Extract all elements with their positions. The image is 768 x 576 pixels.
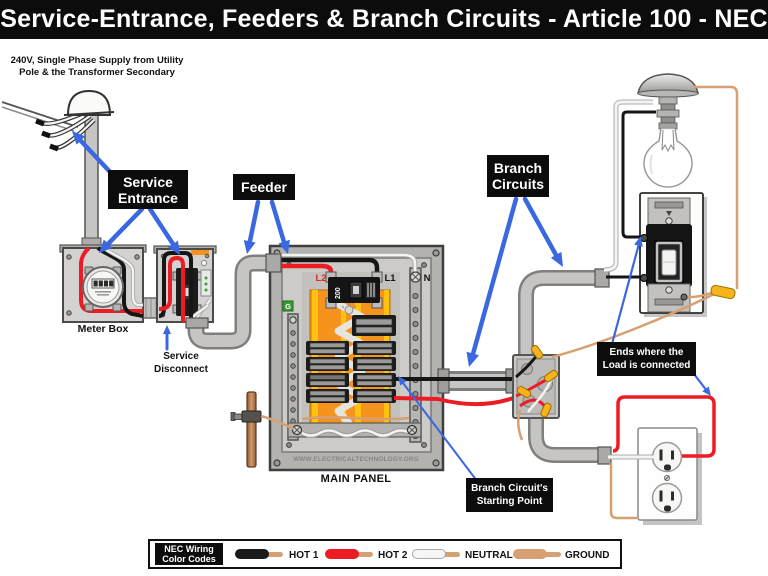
l2-label: L2 [315,273,326,284]
neutral-bar [409,267,422,443]
service-disconnect-box [153,245,217,329]
wire-nut-icon [530,344,544,360]
legend-title: NEC Wiring Color Codes [155,543,223,565]
branch-hot2-wire [393,395,517,407]
utility-mast [1,89,115,247]
electric-meter-icon [82,266,124,312]
junction-box [512,344,560,441]
switch-ground-screw [680,293,688,301]
callout-service-entrance: Service Entrance [108,170,188,209]
ground-wire-canopy [694,85,739,289]
main-panel-label: MAIN PANEL [320,473,392,485]
ceiling-light-fixture [637,73,699,188]
wire-nut-icon [516,386,532,398]
neutral-label: N [424,273,431,284]
grounding-electrode-conductor [260,414,295,431]
main-breaker-rating: 200 [335,287,342,299]
ground-bar [287,313,299,441]
main-panel: 200 L2 L1 N G WWW.ELECTRICALTECHNOLOGY.O… [268,244,445,472]
hot1-wire-icon [235,549,285,559]
ground-wire-icon [513,549,563,559]
title-bar: Service-Entrance, Feeders & Branch Circu… [0,0,768,39]
callout-branch-circuits: Branch Circuits [487,155,549,197]
callout-feeder: Feeder [233,174,295,200]
branch-wiring [551,85,739,520]
callout-branch-start: Branch Circuit's Starting Point [466,478,553,512]
wire-nut-icon [540,402,552,418]
legend-neutral-label: NEUTRAL [465,550,513,561]
ground-wire-to-outlet [609,463,637,520]
switched-hot-wire [621,110,656,239]
disconnect-breaker-icon [172,268,202,316]
l1-label: L1 [384,273,396,284]
duplex-outlet [637,427,702,525]
toggle-switch [639,192,707,317]
legend-hot1-label: HOT 1 [289,550,319,561]
legend-hot2-label: HOT 2 [378,550,408,561]
meter-box [59,244,147,323]
hot2-wire-icon [325,549,375,559]
supply-note: 240V, Single Phase Supply from Utility P… [2,55,192,78]
feeder-conduit [187,254,272,350]
website-text: WWW.ELECTRICALTECHNOLOGY.ORG [293,456,419,463]
callout-arrows [72,131,711,482]
wire-nut-icon [543,369,559,383]
supply-note-line1: 240V, Single Phase Supply from Utility [10,55,184,66]
switch-terminal-screw [640,274,648,282]
main-breaker: 200 [325,271,383,309]
weatherhead-icon [63,89,115,116]
service-disconnect-label: Service Disconnect [154,351,208,375]
hot-wire-to-outlet [612,395,716,458]
branch-conduit-junction-to-outlet [528,412,601,463]
supply-note-line2: Pole & the Transformer Secondary [19,66,175,78]
wire-connector-icon [710,284,736,300]
callout-load-end: Ends where the Load is connected [597,342,696,376]
ground-wire-diagonal [551,292,715,359]
legend-ground-label: GROUND [565,550,610,561]
light-bulb-icon [643,127,693,188]
panel-bottom-bar [287,416,422,438]
branch-conduit-junction-to-switch [518,270,597,357]
legend: NEC Wiring Color Codes HOT 1 HOT 2 NEUTR… [148,539,622,569]
neutral-wire-icon [412,549,462,559]
page-title: Service-Entrance, Feeders & Branch Circu… [0,5,768,33]
ground-rod [230,391,262,468]
ground-label: G [285,302,291,311]
branch-breakers [306,315,396,403]
meter-box-label: Meter Box [77,323,129,335]
